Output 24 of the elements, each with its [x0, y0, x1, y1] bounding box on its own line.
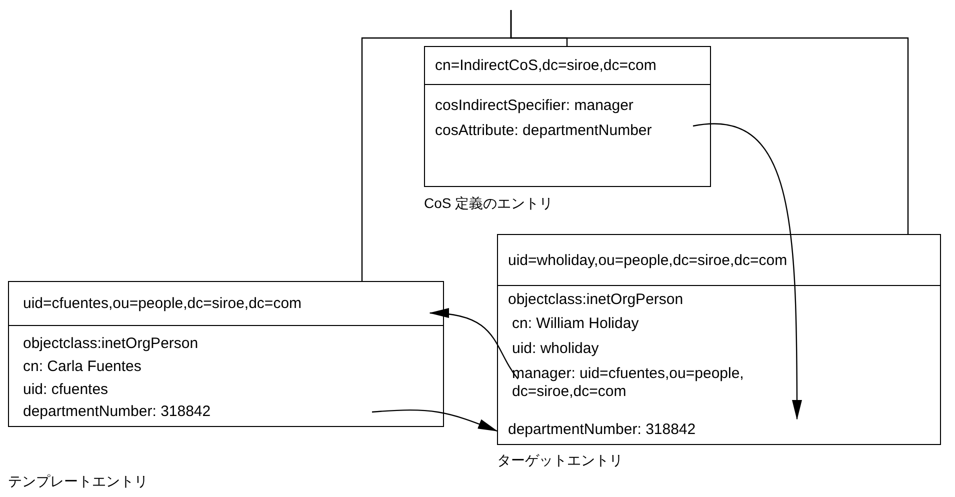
attribute-line: manager: uid=cfuentes,ou=people, dc=siroe,dc=com	[512, 365, 745, 401]
attribute-line: cn: William Holiday	[512, 315, 639, 333]
attribute-line: departmentNumber: 318842	[23, 403, 211, 421]
attribute-line: objectclass:inetOrgPerson	[23, 335, 198, 353]
attribute-line: departmentNumber: 318842	[508, 421, 696, 439]
curved-arrow	[372, 409, 498, 432]
entry-box	[497, 234, 941, 445]
entry-box	[8, 281, 444, 427]
curved-arrow	[692, 123, 802, 420]
attribute-line: objectclass:inetOrgPerson	[508, 291, 684, 309]
entry-caption: テンプレートエントリ	[8, 473, 148, 491]
curved-arrow	[429, 308, 518, 380]
attribute-line: cn: Carla Fuentes	[23, 358, 142, 376]
entry-box	[424, 46, 711, 187]
entry-dn: uid=cfuentes,ou=people,dc=siroe,dc=com	[23, 295, 302, 313]
tree-line	[510, 10, 909, 234]
attribute-line: uid: cfuentes	[23, 381, 108, 399]
attribute-line: cosAttribute: departmentNumber	[435, 122, 652, 140]
attribute-line: cosIndirectSpecifier: manager	[435, 97, 634, 115]
entry-dn: uid=wholiday,ou=people,dc=siroe,dc=com	[508, 252, 788, 270]
entry-caption: CoS 定義のエントリ	[424, 195, 554, 213]
entry-caption: ターゲットエントリ	[497, 452, 623, 470]
entry-dn: cn=IndirectCoS,dc=siroe,dc=com	[435, 57, 656, 75]
attribute-line: uid: wholiday	[512, 340, 599, 358]
